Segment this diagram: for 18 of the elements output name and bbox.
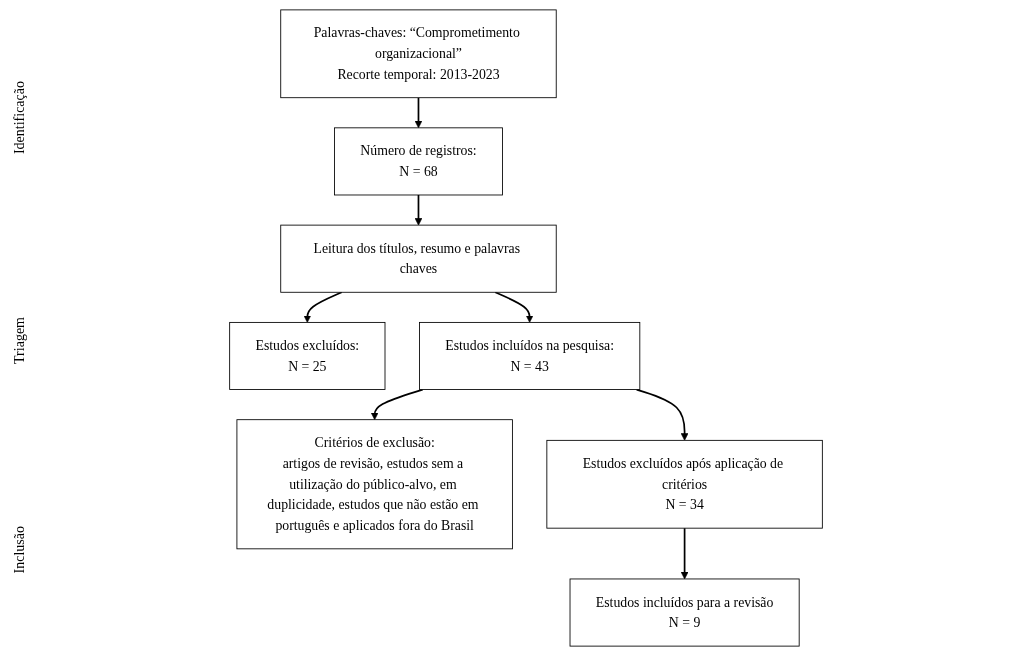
arrow xyxy=(414,96,423,128)
stage-label: Triagem xyxy=(12,316,28,364)
stage-label: Identificação xyxy=(12,81,28,155)
node-box: Leitura dos títulos, resumo e palavras chaves xyxy=(280,224,557,293)
stage-label: Inclusão xyxy=(12,526,28,574)
arrow xyxy=(494,290,534,323)
node-box: Número de registros: N = 68 xyxy=(334,126,503,195)
arrow xyxy=(680,526,689,579)
node-box: Palavras-chaves: “Comprometimento organizacional” Recorte temporal: 2013-2023 xyxy=(280,8,557,98)
arrow xyxy=(370,388,424,420)
arrow xyxy=(303,290,343,323)
node-box: Estudos excluídos: N = 25 xyxy=(229,321,386,390)
node-box: Estudos incluídos para a revisão N = 9 xyxy=(569,578,800,647)
arrow xyxy=(414,193,423,225)
node-box: Estudos incluídos na pesquisa: N = 43 xyxy=(419,321,641,390)
arrow xyxy=(635,388,689,441)
node-box: Critérios de exclusão: artigos de revisão, estudos sem a utilização do público-alvo, em duplicidade, estudos que não estão em português e aplicados fora do Brasil xyxy=(236,418,513,549)
node-box: Estudos excluídos após aplicação de critérios N = 34 xyxy=(546,439,823,529)
